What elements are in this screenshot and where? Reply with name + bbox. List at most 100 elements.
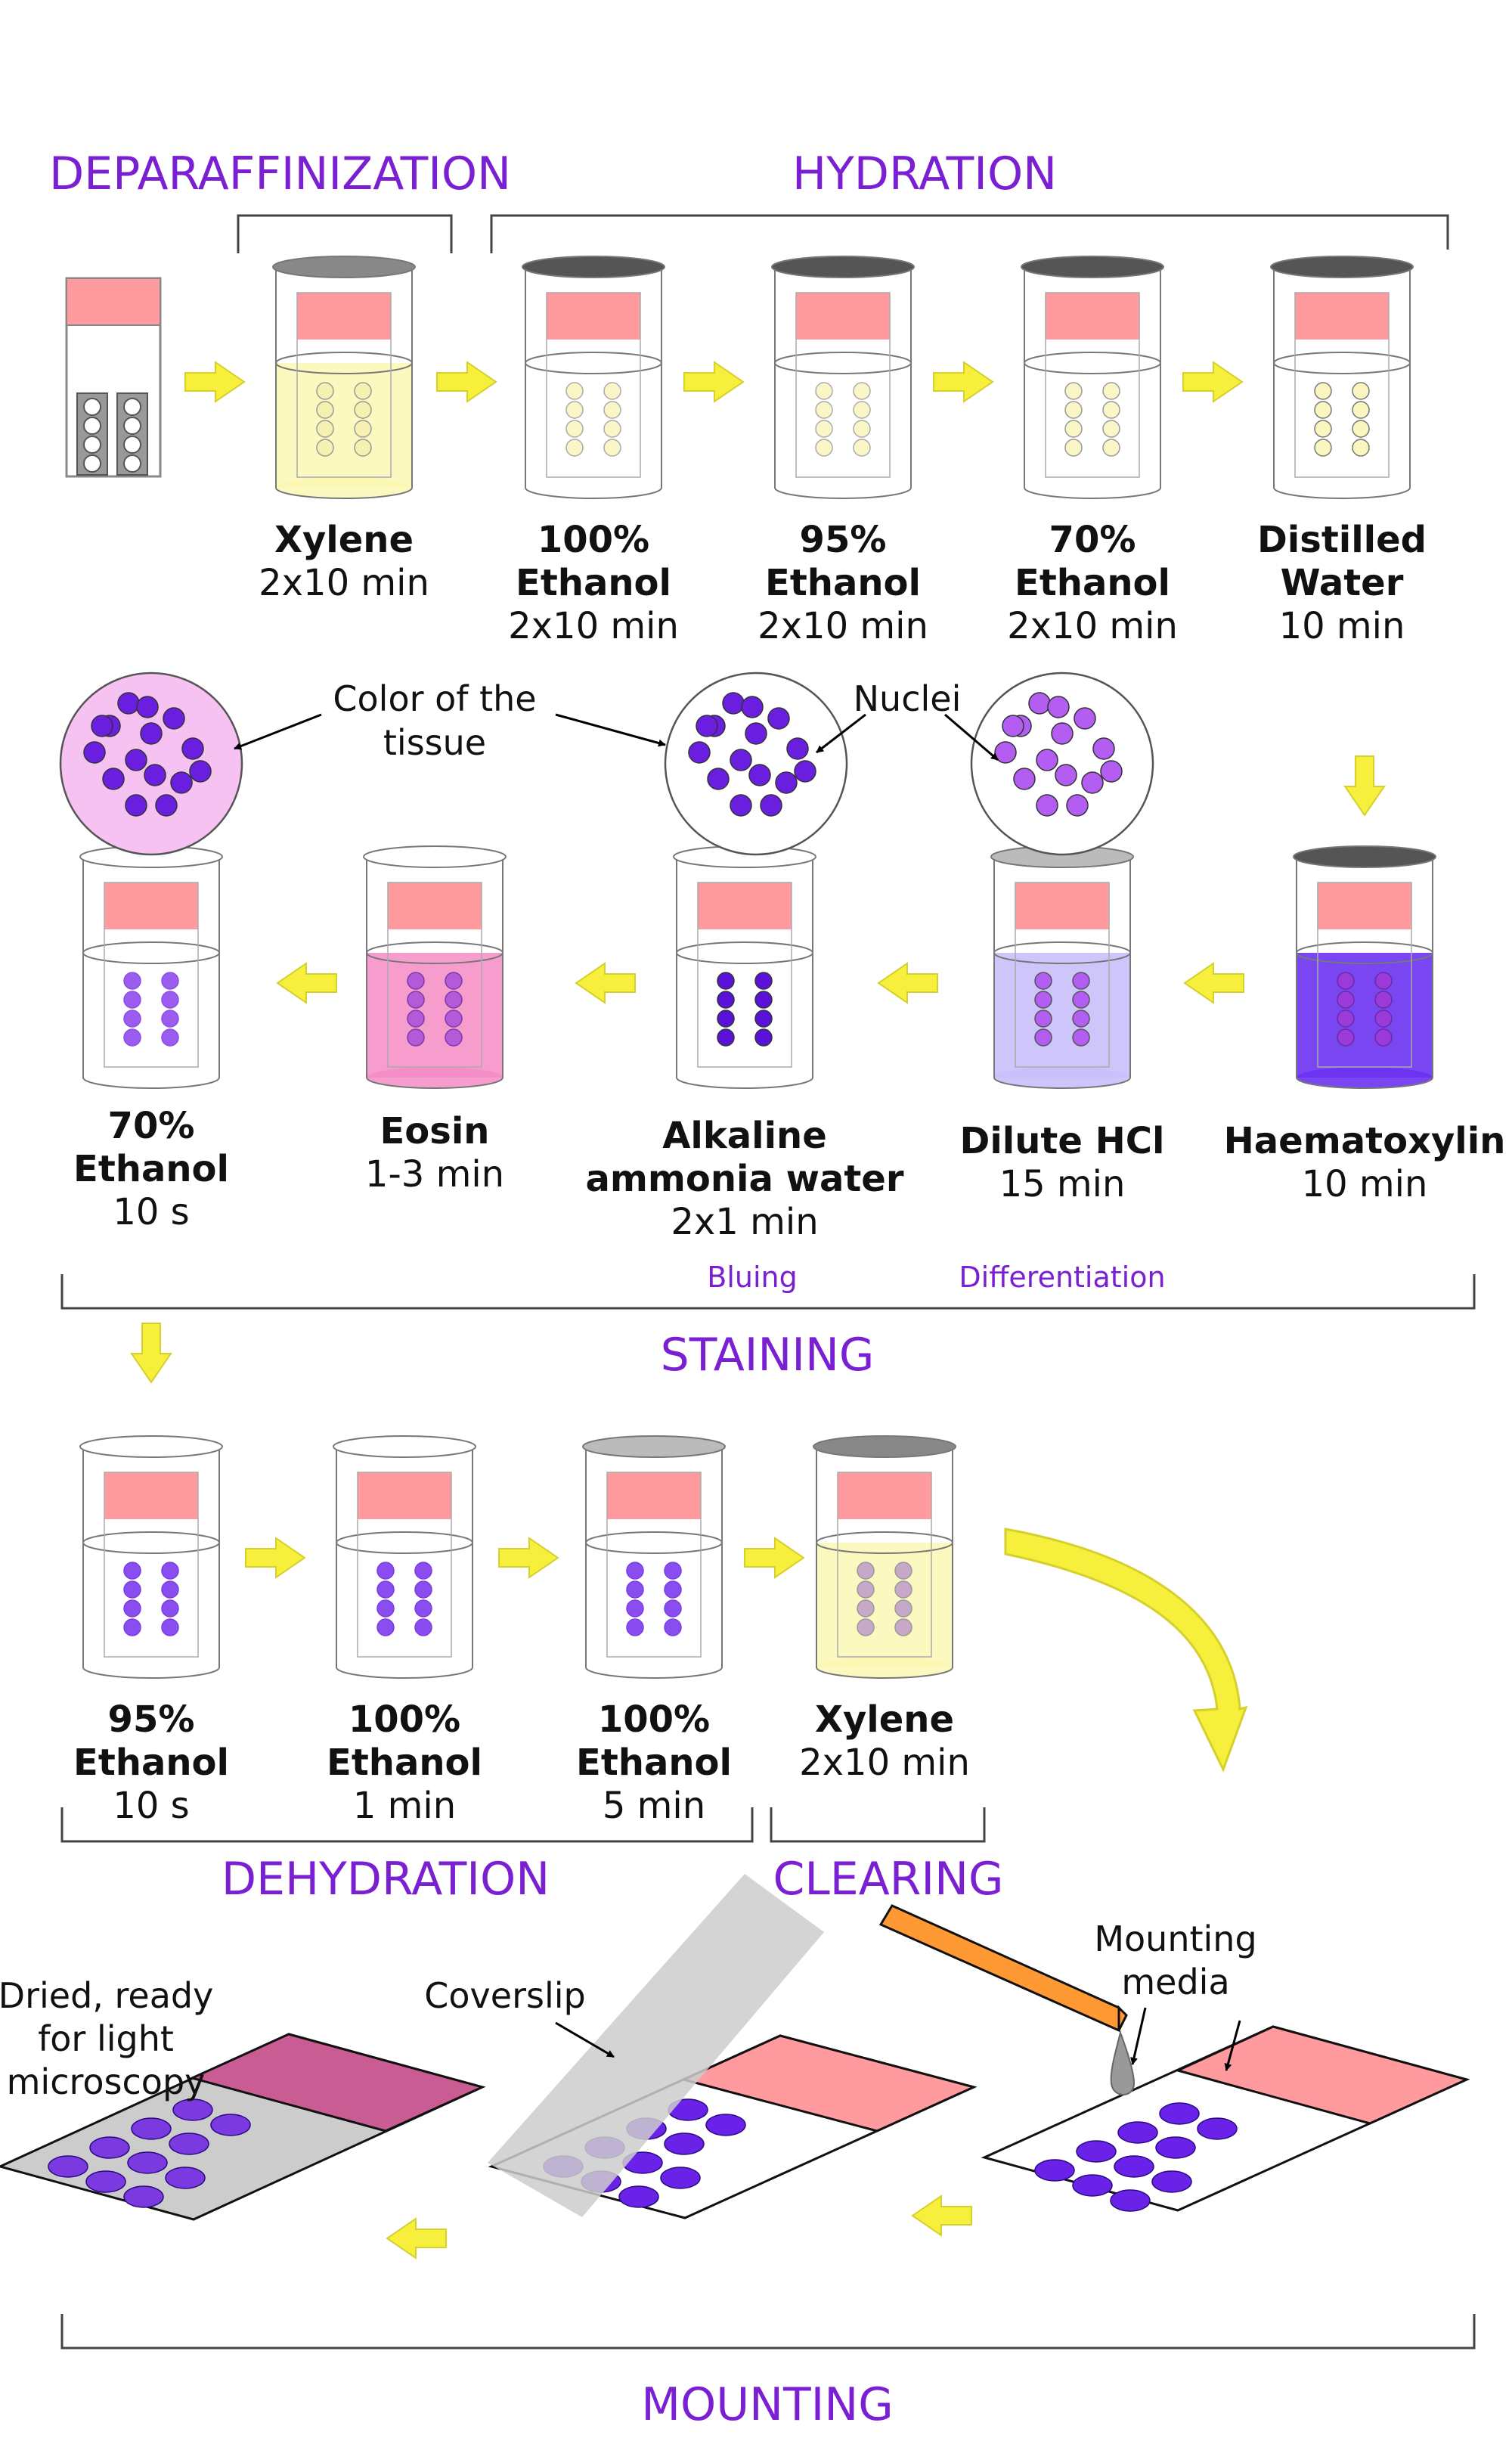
brackets xyxy=(60,214,1476,2350)
nucleus xyxy=(994,741,1017,764)
jar-label xyxy=(1318,882,1411,929)
pipette-tip xyxy=(1117,2005,1128,2031)
tissue-sections xyxy=(815,382,871,457)
jar-lid xyxy=(813,1435,956,1458)
step-label: 100% xyxy=(538,519,649,561)
tissue-sections xyxy=(717,972,773,1047)
jar-xylene-2 xyxy=(813,1435,956,1679)
nucleus xyxy=(786,737,809,760)
jar-lid xyxy=(333,1435,476,1458)
tissue-section xyxy=(131,2117,172,2140)
nucleus xyxy=(189,760,212,783)
tissue-section xyxy=(172,2098,213,2121)
jar-label xyxy=(358,1472,451,1519)
step-label: 10 min xyxy=(1279,605,1405,647)
tissue-section xyxy=(123,2185,164,2208)
flow-arrow xyxy=(683,361,745,403)
flow-arrow xyxy=(386,2217,447,2260)
mounting-media-line1: Mounting xyxy=(1094,1918,1256,1959)
tissue-circle-eosin-stained xyxy=(59,672,243,856)
tissue-section xyxy=(169,2132,209,2155)
flow-arrow xyxy=(184,361,246,403)
jar-lid xyxy=(1021,256,1164,278)
nuclei-pointer-left xyxy=(816,713,866,754)
flow-arrow xyxy=(933,361,994,403)
nucleus xyxy=(1092,737,1115,760)
step-label: 1-3 min xyxy=(365,1153,504,1196)
step-label: 2x10 min xyxy=(758,605,928,647)
paraffin-slide xyxy=(65,277,162,478)
jar-lid xyxy=(582,1435,726,1458)
jar-slide xyxy=(546,292,641,478)
section-title-hydration: HYDRATION xyxy=(792,147,1057,200)
nucleus xyxy=(125,794,147,817)
jar-label xyxy=(547,293,640,340)
tissue-sections xyxy=(407,972,463,1047)
jar-lid xyxy=(522,256,665,278)
nucleus xyxy=(140,722,163,745)
dried-slide: Dried, ready for light microscopy xyxy=(0,1975,486,2221)
jar-label xyxy=(607,1472,701,1519)
jar-xylene-1 xyxy=(272,256,416,499)
nucleus xyxy=(102,768,125,790)
nucleus xyxy=(155,794,178,817)
tissue-section xyxy=(1114,2155,1154,2178)
tissue-section xyxy=(660,2167,701,2189)
step-label: 70% xyxy=(108,1105,195,1147)
jar-eosin xyxy=(363,845,507,1089)
flow-arrow xyxy=(744,1537,805,1579)
step-label: 1 min xyxy=(353,1785,456,1827)
tissue-section xyxy=(1110,2189,1151,2212)
tissue-section xyxy=(664,2132,705,2155)
tissue-sections xyxy=(123,1562,179,1636)
tissue-section xyxy=(1159,2102,1200,2125)
nuclei-pointer-right xyxy=(944,713,999,761)
step-label: 100% xyxy=(598,1698,710,1741)
step-label: Ethanol xyxy=(516,562,671,604)
flow-arrow xyxy=(130,1323,172,1384)
nucleus xyxy=(722,692,745,715)
step-label: Eosin xyxy=(380,1110,490,1152)
tissue-section xyxy=(165,2167,206,2189)
jar-label xyxy=(1046,293,1139,340)
step-label: Ethanol xyxy=(765,562,921,604)
nucleus xyxy=(1066,794,1089,817)
nucleus xyxy=(125,749,147,771)
jar-haematoxylin xyxy=(1293,845,1436,1089)
nucleus xyxy=(794,760,816,783)
tissue-sections xyxy=(1314,382,1370,457)
step-label: 10 s xyxy=(113,1191,189,1233)
tissue-sections xyxy=(626,1562,682,1636)
tissue-section xyxy=(127,2151,168,2174)
step-label: 2x1 min xyxy=(671,1201,818,1243)
jar-label xyxy=(104,1472,198,1519)
mounting-media-line2: media xyxy=(1121,1962,1229,2002)
jar-100-ethanol-3 xyxy=(582,1435,726,1679)
coverslip-annotation: Coverslip xyxy=(424,1975,585,2016)
bracket-staining xyxy=(60,1274,1476,1310)
flow-arrow xyxy=(1343,755,1386,817)
jar-70-ethanol-1 xyxy=(1021,256,1164,499)
tissue-section xyxy=(48,2155,88,2178)
tissue-section xyxy=(89,2136,130,2159)
color-pointer-left xyxy=(234,713,322,750)
nucleus xyxy=(1013,768,1036,790)
section-title-deparaffinization: DEPARAFFINIZATION xyxy=(49,147,511,200)
flow-arrow xyxy=(575,962,636,1004)
step-label: Alkaline xyxy=(662,1115,827,1157)
nucleus xyxy=(775,771,798,794)
nucleus xyxy=(1055,764,1077,786)
nucleus xyxy=(1028,692,1051,715)
nucleus xyxy=(1047,696,1070,718)
step-label: Water xyxy=(1281,562,1404,604)
nucleus xyxy=(1074,707,1096,730)
slide-label-area xyxy=(188,2033,486,2132)
step-label: 2x10 min xyxy=(1007,605,1178,647)
slide-label-area xyxy=(680,2034,978,2132)
step-label: 5 min xyxy=(603,1785,705,1827)
tissue-section xyxy=(618,2185,659,2208)
bracket-mounting xyxy=(60,2314,1476,2350)
jar-lid xyxy=(79,1435,223,1458)
jar-slide xyxy=(1015,882,1110,1068)
coverslip xyxy=(488,1874,824,2217)
